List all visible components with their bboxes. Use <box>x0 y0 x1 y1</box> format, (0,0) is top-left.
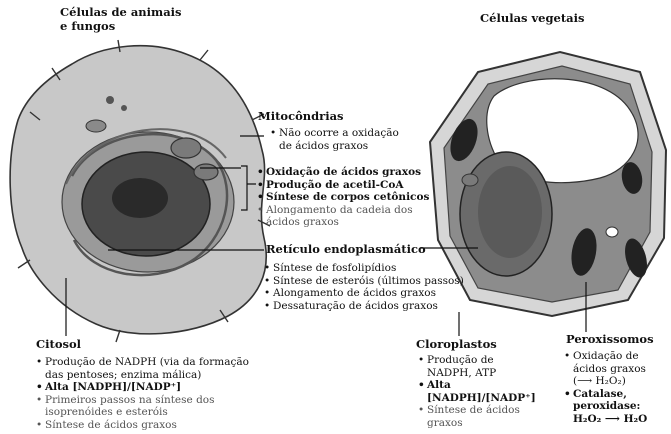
list-item: Síntese de ácidos graxos <box>36 419 249 432</box>
chloro-production-line2: NADPH, ATP <box>427 367 496 379</box>
list-item: Dessaturação de ácidos graxos <box>264 300 464 313</box>
arrow-icon: ⟶ <box>577 375 592 387</box>
mito-elongation-line2: ácidos graxos <box>266 216 339 228</box>
peroxisome-heading: Peroxissomos <box>566 333 654 346</box>
animal-cell-title-line1: Células de animais <box>60 6 182 19</box>
list-item: Produção de acetil-CoA <box>257 179 429 192</box>
er-heading: Retículo endoplasmático <box>266 243 426 256</box>
cytosol-heading: Citosol <box>36 338 81 351</box>
mito-no-oxidation-line2: de ácidos graxos <box>279 140 368 152</box>
list-item: Alta [NADPH]/[NADP⁺] <box>36 381 249 394</box>
cytosol-first-steps-line2: isoprenóides e esteróis <box>45 406 168 418</box>
list-item: Primeiros passos na síntese dosisoprenói… <box>36 394 249 419</box>
perox-oxidation-line1: Oxidação de <box>573 350 639 362</box>
list-item: Síntese de corpos cetônicos <box>257 191 429 204</box>
chloro-fa-line2: graxos <box>427 417 463 429</box>
plant-cell <box>430 52 666 316</box>
perox-oxidation-product: H₂O₂ <box>596 375 622 387</box>
er-list: Síntese de fosfolipídios Síntese de este… <box>264 262 464 312</box>
chloro-fa-line1: Síntese de ácidos <box>427 404 520 416</box>
cytosol-first-steps-line1: Primeiros passos na síntese dos <box>45 394 215 406</box>
arrow-icon: ⟶ <box>605 413 620 425</box>
list-item: Catalase, peroxidase: H₂O₂ ⟶ H₂O <box>564 388 647 426</box>
mitochondria-heading: Mitocôndrias <box>258 110 344 123</box>
mito-no-oxidation-line1: Não ocorre a oxidação <box>279 127 399 139</box>
animal-cell <box>10 40 270 342</box>
plant-cell-title: Células vegetais <box>480 12 584 25</box>
chloroplast-heading: Cloroplastos <box>416 338 497 351</box>
list-item: Alongamento de ácidos graxos <box>264 287 464 300</box>
perox-oxidation-line2: ácidos graxos <box>573 363 646 375</box>
list-item: Oxidação de ácidos graxos <box>257 166 429 179</box>
peroxisome-list: Oxidação de ácidos graxos (⟶ H₂O₂) Catal… <box>564 350 647 425</box>
list-item: Oxidação de ácidos graxos (⟶ H₂O₂) <box>564 350 647 388</box>
mito-elongation-line1: Alongamento da cadeia dos <box>266 204 413 216</box>
chloro-production-line1: Produção de <box>427 354 494 366</box>
mitochondria-animal-list: Oxidação de ácidos graxos Produção de ac… <box>257 166 429 229</box>
list-item: Alta[NADPH]/[NADP⁺] <box>418 379 536 404</box>
perox-catalase-line2: peroxidase: <box>573 400 640 412</box>
perox-product: H₂O <box>624 413 648 425</box>
list-item: Síntese de esteróis (últimos passos) <box>264 275 464 288</box>
chloro-ratio-line2: [NADPH]/[NADP⁺] <box>427 392 536 404</box>
chloro-ratio-line1: Alta <box>427 379 451 391</box>
perox-substrate: H₂O₂ <box>573 413 601 425</box>
perox-catalase-line1: Catalase, <box>573 388 627 400</box>
list-item: Síntese de fosfolipídios <box>264 262 464 275</box>
animal-cell-title-line2: e fungos <box>60 20 115 33</box>
cytosol-nadph-line1: Produção de NADPH (via da formação <box>45 356 249 368</box>
cytosol-nadph-line2: das pentoses; enzima málica) <box>45 369 201 381</box>
